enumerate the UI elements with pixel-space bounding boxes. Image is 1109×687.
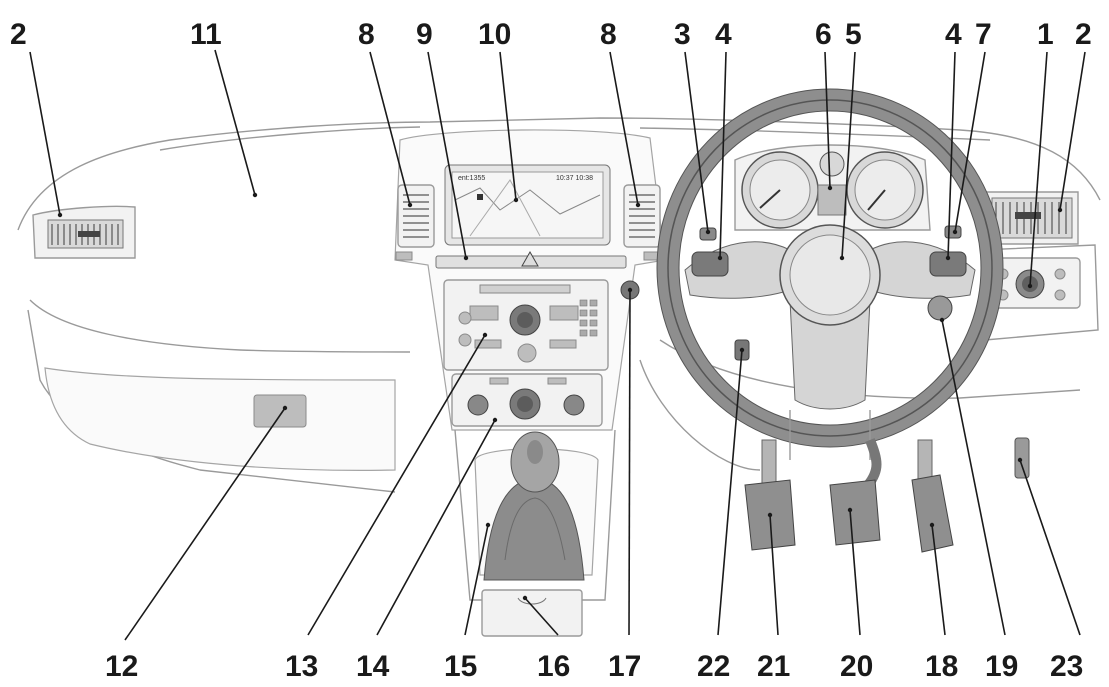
callout-14: 14 <box>356 650 390 683</box>
callout-8-left: 8 <box>358 18 375 51</box>
callout-23: 23 <box>1050 650 1083 683</box>
callout-1: 1 <box>1037 18 1054 51</box>
callout-4-right: 4 <box>945 18 962 51</box>
callout-2-left: 2 <box>10 18 27 51</box>
callouts-top: 2 11 8 9 10 8 3 4 6 5 4 7 1 2 <box>10 18 1092 51</box>
center-console: ent:1355 10:37 10:38 <box>394 129 666 431</box>
callout-11: 11 <box>190 18 222 51</box>
callout-13: 13 <box>285 650 318 683</box>
ignition-lock <box>927 295 953 321</box>
screen-text-right: 10:37 10:38 <box>556 175 593 182</box>
leader-dots <box>57 185 1063 601</box>
callout-6: 6 <box>815 18 832 51</box>
glovebox-handle <box>253 394 307 428</box>
callouts-bottom: 12 13 14 15 16 17 22 21 20 18 19 23 <box>105 650 1083 683</box>
bonnet-release <box>1014 437 1030 479</box>
callout-16: 16 <box>537 650 570 683</box>
callout-22: 22 <box>697 650 730 683</box>
callout-4-left: 4 <box>715 18 732 51</box>
steering-controls-left <box>691 251 729 277</box>
callout-12: 12 <box>105 650 138 683</box>
storage-compartment <box>481 589 583 637</box>
steering-wheel <box>656 88 1004 460</box>
callout-21: 21 <box>757 650 790 683</box>
light-switch-panel <box>989 257 1081 309</box>
instrument-cluster <box>734 144 931 231</box>
callout-17: 17 <box>608 650 641 683</box>
callout-9: 9 <box>416 18 433 51</box>
accelerator-pedal <box>911 474 954 553</box>
callout-10: 10 <box>478 18 511 51</box>
callout-15: 15 <box>444 650 477 683</box>
center-tunnel <box>454 429 616 637</box>
callout-7: 7 <box>975 18 992 51</box>
left-air-vent <box>32 205 136 259</box>
callout-8-right: 8 <box>600 18 617 51</box>
callout-5: 5 <box>845 18 862 51</box>
screen-text-left: ent:1355 <box>458 175 485 182</box>
callout-18: 18 <box>925 650 958 683</box>
callout-3: 3 <box>674 18 691 51</box>
pedals <box>744 437 1030 553</box>
callout-19: 19 <box>985 650 1018 683</box>
brake-pedal <box>829 479 881 546</box>
hazard-warning-button <box>521 250 539 267</box>
leader-lines <box>29 49 1086 641</box>
callout-2-right: 2 <box>1075 18 1092 51</box>
callout-20: 20 <box>840 650 873 683</box>
